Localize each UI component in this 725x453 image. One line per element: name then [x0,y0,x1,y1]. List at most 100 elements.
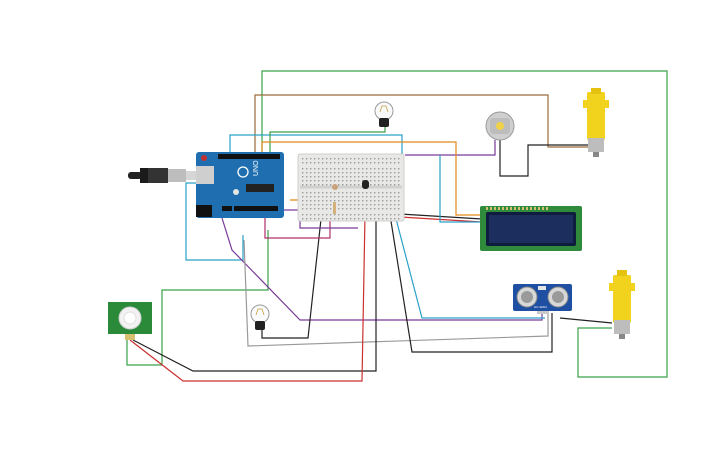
breadboard-hole [374,168,376,170]
breadboard-hole [390,218,392,220]
breadboard-hole [390,162,392,164]
breadboard-hole [386,192,388,194]
breadboard-hole [346,158,348,160]
wire-cyan-left[interactable] [185,182,244,261]
breadboard-hole [394,176,396,178]
breadboard-hole [354,162,356,164]
breadboard-hole [322,176,324,178]
breadboard-hole [338,204,340,206]
breadboard-hole [302,218,304,220]
breadboard-hole [306,218,308,220]
breadboard-hole [394,200,396,202]
lcd-pin [538,207,540,210]
breadboard-hole [366,192,368,194]
breadboard-hole [314,208,316,210]
breadboard-hole [338,158,340,160]
breadboard-hole [306,192,308,194]
breadboard-hole [342,192,344,194]
breadboard-hole [314,200,316,202]
breadboard-hole [310,176,312,178]
breadboard-hole [330,214,332,216]
wire-cyan-lcd[interactable] [439,155,482,223]
wire-purple-motor[interactable] [405,140,496,156]
breadboard-hole [338,214,340,216]
breadboard-hole [322,208,324,210]
breadboard-hole [354,208,356,210]
breadboard-hole [346,180,348,182]
arduino-uno[interactable]: UNO [196,152,284,218]
breadboard-hole [386,214,388,216]
breadboard-hole [334,172,336,174]
breadboard-hole [314,168,316,170]
lcd-pin [518,207,520,210]
wire-black-motor[interactable] [499,140,588,177]
wire-orange-lcd[interactable] [261,141,482,216]
breadboard-hole [394,162,396,164]
wire-brown-top[interactable] [254,94,588,155]
breadboard-hole [358,172,360,174]
wire-black-us[interactable] [389,214,553,353]
breadboard-hole [342,158,344,160]
breadboard-hole [354,168,356,170]
breadboard-hole [330,162,332,164]
breadboard-hole [306,204,308,206]
breadboard-hole [346,192,348,194]
lcd-pin [506,207,508,210]
wire-grey-long[interactable] [243,239,549,347]
wire-cyan-us[interactable] [394,214,545,319]
wire-black-gearmotor[interactable] [559,317,613,324]
breadboard-hole [338,208,340,210]
breadboard-hole [398,204,400,206]
breadboard-hole [386,168,388,170]
breadboard-hole [326,168,328,170]
lcd-16x2[interactable] [480,206,582,251]
breadboard[interactable] [297,153,405,222]
breadboard-hole [302,204,304,206]
wire-green-outer[interactable] [261,70,668,378]
breadboard-hole [382,208,384,210]
geared-motor-top[interactable] [583,88,609,157]
wire-black-pir[interactable] [132,215,377,372]
ultrasonic-sensor[interactable]: HC-SR04 [513,284,572,314]
breadboard-hole [370,218,372,220]
breadboard-hole [302,192,304,194]
wire-cyan-top[interactable] [229,134,403,158]
breadboard-hole [370,184,372,186]
breadboard-hole [390,158,392,160]
breadboard-hole [306,184,308,186]
pir-sensor[interactable] [108,302,152,340]
breadboard-hole [350,218,352,220]
breadboard-hole [322,180,324,182]
breadboard-hole [318,204,320,206]
breadboard-hole [330,204,332,206]
breadboard-hole [342,204,344,206]
wire-black-lcd[interactable] [399,213,483,220]
wire-green-pir[interactable] [126,230,269,366]
wire-red-pir[interactable] [129,214,366,382]
breadboard-hole [370,162,372,164]
temperature-sensor[interactable] [362,180,369,189]
breadboard-hole [330,196,332,198]
wire-green-top[interactable] [269,125,386,155]
wires [126,70,668,382]
geared-motor-bottom[interactable] [609,270,635,339]
photoresistor[interactable] [332,184,338,190]
breadboard-hole [382,176,384,178]
breadboard-hole [326,184,328,186]
breadboard-hole [330,168,332,170]
wire-black-bulb[interactable] [261,209,323,339]
breadboard-hole [378,218,380,220]
breadboard-hole [354,200,356,202]
lightbulb-bottom[interactable] [250,304,270,330]
lightbulb-top[interactable] [374,101,394,127]
resistor[interactable] [333,202,336,214]
breadboard-hole [318,172,320,174]
lcd-pin [534,207,536,210]
breadboard-hole [382,218,384,220]
wire-red-lcd[interactable] [399,216,483,223]
breadboard-hole [394,204,396,206]
breadboard-hole [306,200,308,202]
ultrasonic-label: HC-SR04 [534,305,547,309]
breadboard-hole [314,192,316,194]
dc-motor[interactable] [485,111,515,141]
